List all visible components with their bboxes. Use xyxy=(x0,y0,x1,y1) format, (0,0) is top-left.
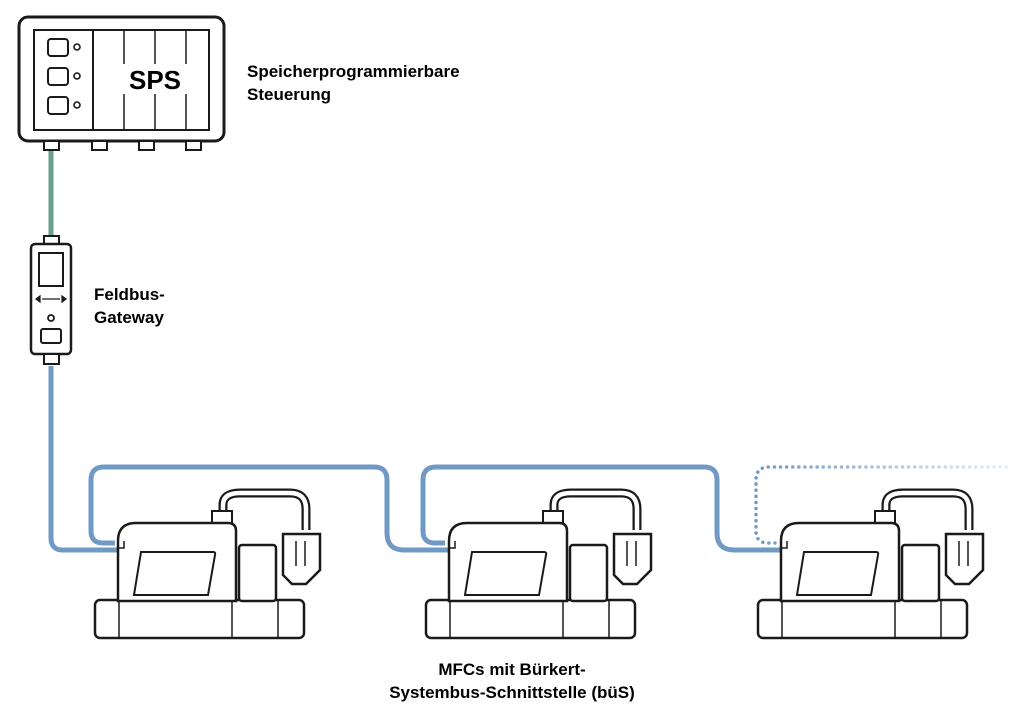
mfc-display-window xyxy=(463,551,548,596)
mfc-body xyxy=(779,521,901,603)
gateway-display xyxy=(38,252,64,287)
plc-connector xyxy=(138,140,155,151)
cables xyxy=(48,150,1012,553)
gateway-device xyxy=(29,235,73,365)
mfc-base-plate xyxy=(424,598,637,640)
plc-slot-square xyxy=(47,67,69,86)
mfc-cable xyxy=(881,488,974,530)
mfc-base-plate xyxy=(756,598,969,640)
plc-slot-square xyxy=(47,38,69,57)
bues-cable-mfc1-mfc2 xyxy=(88,464,450,553)
bues-cable-mfc2-mfc3 xyxy=(420,464,780,553)
mfc-label: MFCs mit Bürkert- Systembus-Schnittstell… xyxy=(0,658,1024,704)
bues-cable-gateway-mfc1 xyxy=(48,366,120,553)
mfc-cable xyxy=(549,488,642,530)
mfc-display-window xyxy=(132,551,217,596)
plc-screen-text: SPS xyxy=(129,65,181,95)
mfc-device xyxy=(424,488,653,640)
gateway-label-line2: Gateway xyxy=(94,308,164,327)
mfc-device xyxy=(93,488,322,640)
gateway-bottom-connector xyxy=(43,353,60,365)
mfc-display-window xyxy=(795,551,880,596)
mfc-label-line1: MFCs mit Bürkert- xyxy=(438,660,586,679)
plc-slot-square xyxy=(47,96,69,115)
mfc-body-notch xyxy=(449,541,456,549)
gateway-port xyxy=(40,328,62,344)
bues-cable-continuation xyxy=(754,465,1012,545)
mfc-cable xyxy=(551,490,640,530)
mfc-body xyxy=(116,521,238,603)
plc-led-icon xyxy=(73,72,81,80)
mfc-right-connector xyxy=(281,532,322,586)
plc-led-icon xyxy=(73,101,81,109)
mfc-valve-block xyxy=(900,543,941,603)
plc-label-line2: Steuerung xyxy=(247,85,332,104)
plc-label: Speicherprogrammierbare Steuerung xyxy=(247,60,460,106)
plc-connector xyxy=(185,140,202,151)
gateway-arrow-icon xyxy=(35,294,67,304)
mfc-label-line2: Systembus-Schnittstelle (büS) xyxy=(389,683,635,702)
mfc-valve-block xyxy=(568,543,609,603)
mfc-body-notch xyxy=(118,541,125,549)
plc-text-backing xyxy=(119,64,191,94)
mfc-right-connector xyxy=(944,532,985,586)
mfc-right-connector xyxy=(612,532,653,586)
gateway-label: Feldbus- Gateway xyxy=(94,283,165,329)
plc-connector xyxy=(43,140,60,151)
plc-label-line1: Speicherprogrammierbare xyxy=(247,62,460,81)
gateway-led-icon xyxy=(47,314,55,322)
mfc-device xyxy=(756,488,985,640)
mfc-body-notch xyxy=(781,541,788,549)
mfc-body xyxy=(447,521,569,603)
mfc-base-plate xyxy=(93,598,306,640)
mfc-connector-plug xyxy=(874,510,896,524)
plc-device: SPS xyxy=(17,15,226,151)
mfc-valve-block xyxy=(237,543,278,603)
mfc-cable xyxy=(220,490,309,530)
mfc-cable xyxy=(218,488,311,530)
mfc-connector-plug xyxy=(211,510,233,524)
plc-connector xyxy=(91,140,108,151)
mfc-cable xyxy=(883,490,972,530)
mfc-connector-plug xyxy=(542,510,564,524)
plc-led-icon xyxy=(73,43,81,51)
gateway-label-line1: Feldbus- xyxy=(94,285,165,304)
